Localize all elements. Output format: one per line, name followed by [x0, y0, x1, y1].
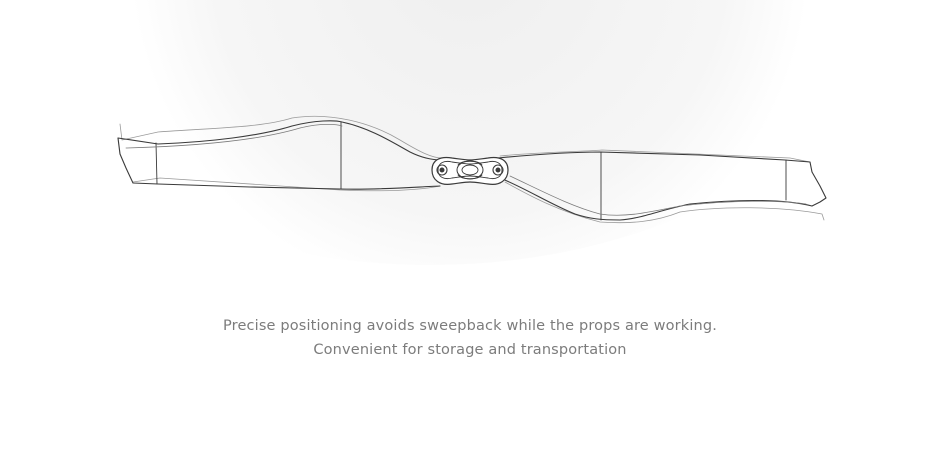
left-screw-icon — [436, 164, 448, 176]
feature-caption: Precise positioning avoids sweepback whi… — [0, 314, 940, 362]
caption-line-2: Convenient for storage and transportatio… — [313, 342, 627, 358]
caption-line-1: Precise positioning avoids sweepback whi… — [223, 318, 717, 334]
right-screw-icon — [492, 164, 504, 176]
propeller-hub — [431, 156, 509, 185]
left-blade — [117, 115, 443, 192]
right-blade — [497, 149, 827, 224]
